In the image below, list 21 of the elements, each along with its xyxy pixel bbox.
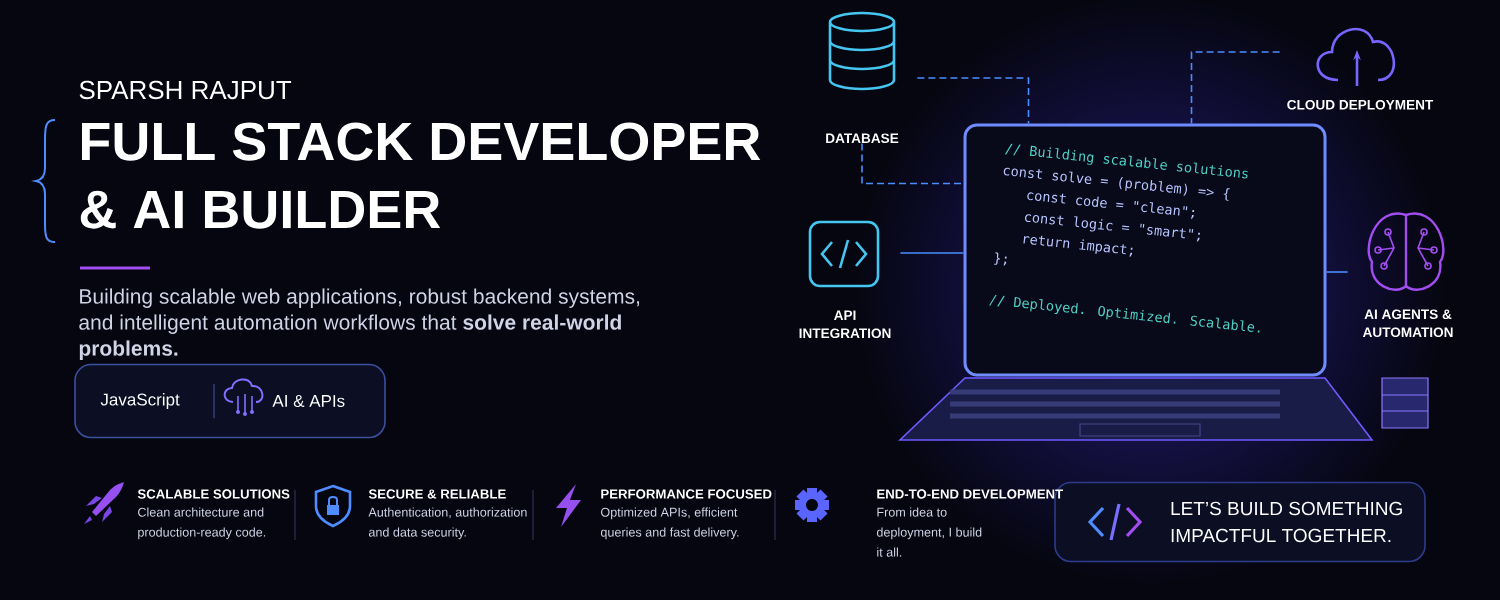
node-label: API INTEGRATION	[799, 310, 891, 339]
feature-description: From idea to deployment, I build it all.	[876, 507, 982, 557]
feature-description: Optimized APIs, efficient queries and fast delivery.	[600, 507, 739, 540]
feature-heading: PERFORMANCE FOCUSED	[601, 489, 772, 499]
tech-stack-panel: JavaScript AI & APIs	[74, 363, 386, 439]
node-label: CLOUD DEPLOYMENT	[1287, 99, 1434, 110]
node-label: AI AGENTS & AUTOMATION	[1362, 309, 1453, 338]
title: FULL STACK DEVELOPER & AI BUILDER	[80, 122, 761, 229]
feature-heading: SECURE & RELIABLE	[368, 489, 506, 499]
name-heading: SPARSH RAJPUT	[79, 80, 292, 100]
feature-description: Authentication, authorization and data security.	[368, 507, 527, 540]
connector-line	[916, 77, 1030, 125]
laptop-screen: // Building scalable solutions const solve = (problem) => { const code = "clean"; const logic = "smart"; return impact; }; // Deployed. Optimized. Scalable.	[963, 123, 1327, 377]
subtitle: Building scalable web applications, robust backend systems, and intelligent automation workflows that solve real-world problems.	[79, 288, 640, 360]
feature-heading: SCALABLE SOLUTIONS	[137, 489, 290, 499]
connector-line	[1190, 51, 1281, 125]
feature-heading: END-TO-END DEVELOPMENT	[877, 489, 1064, 499]
feature-description: Clean architecture and production-ready code.	[138, 507, 266, 540]
connector-line	[1325, 271, 1349, 273]
connector-line	[899, 252, 965, 254]
node-label: DATABASE	[826, 133, 899, 144]
